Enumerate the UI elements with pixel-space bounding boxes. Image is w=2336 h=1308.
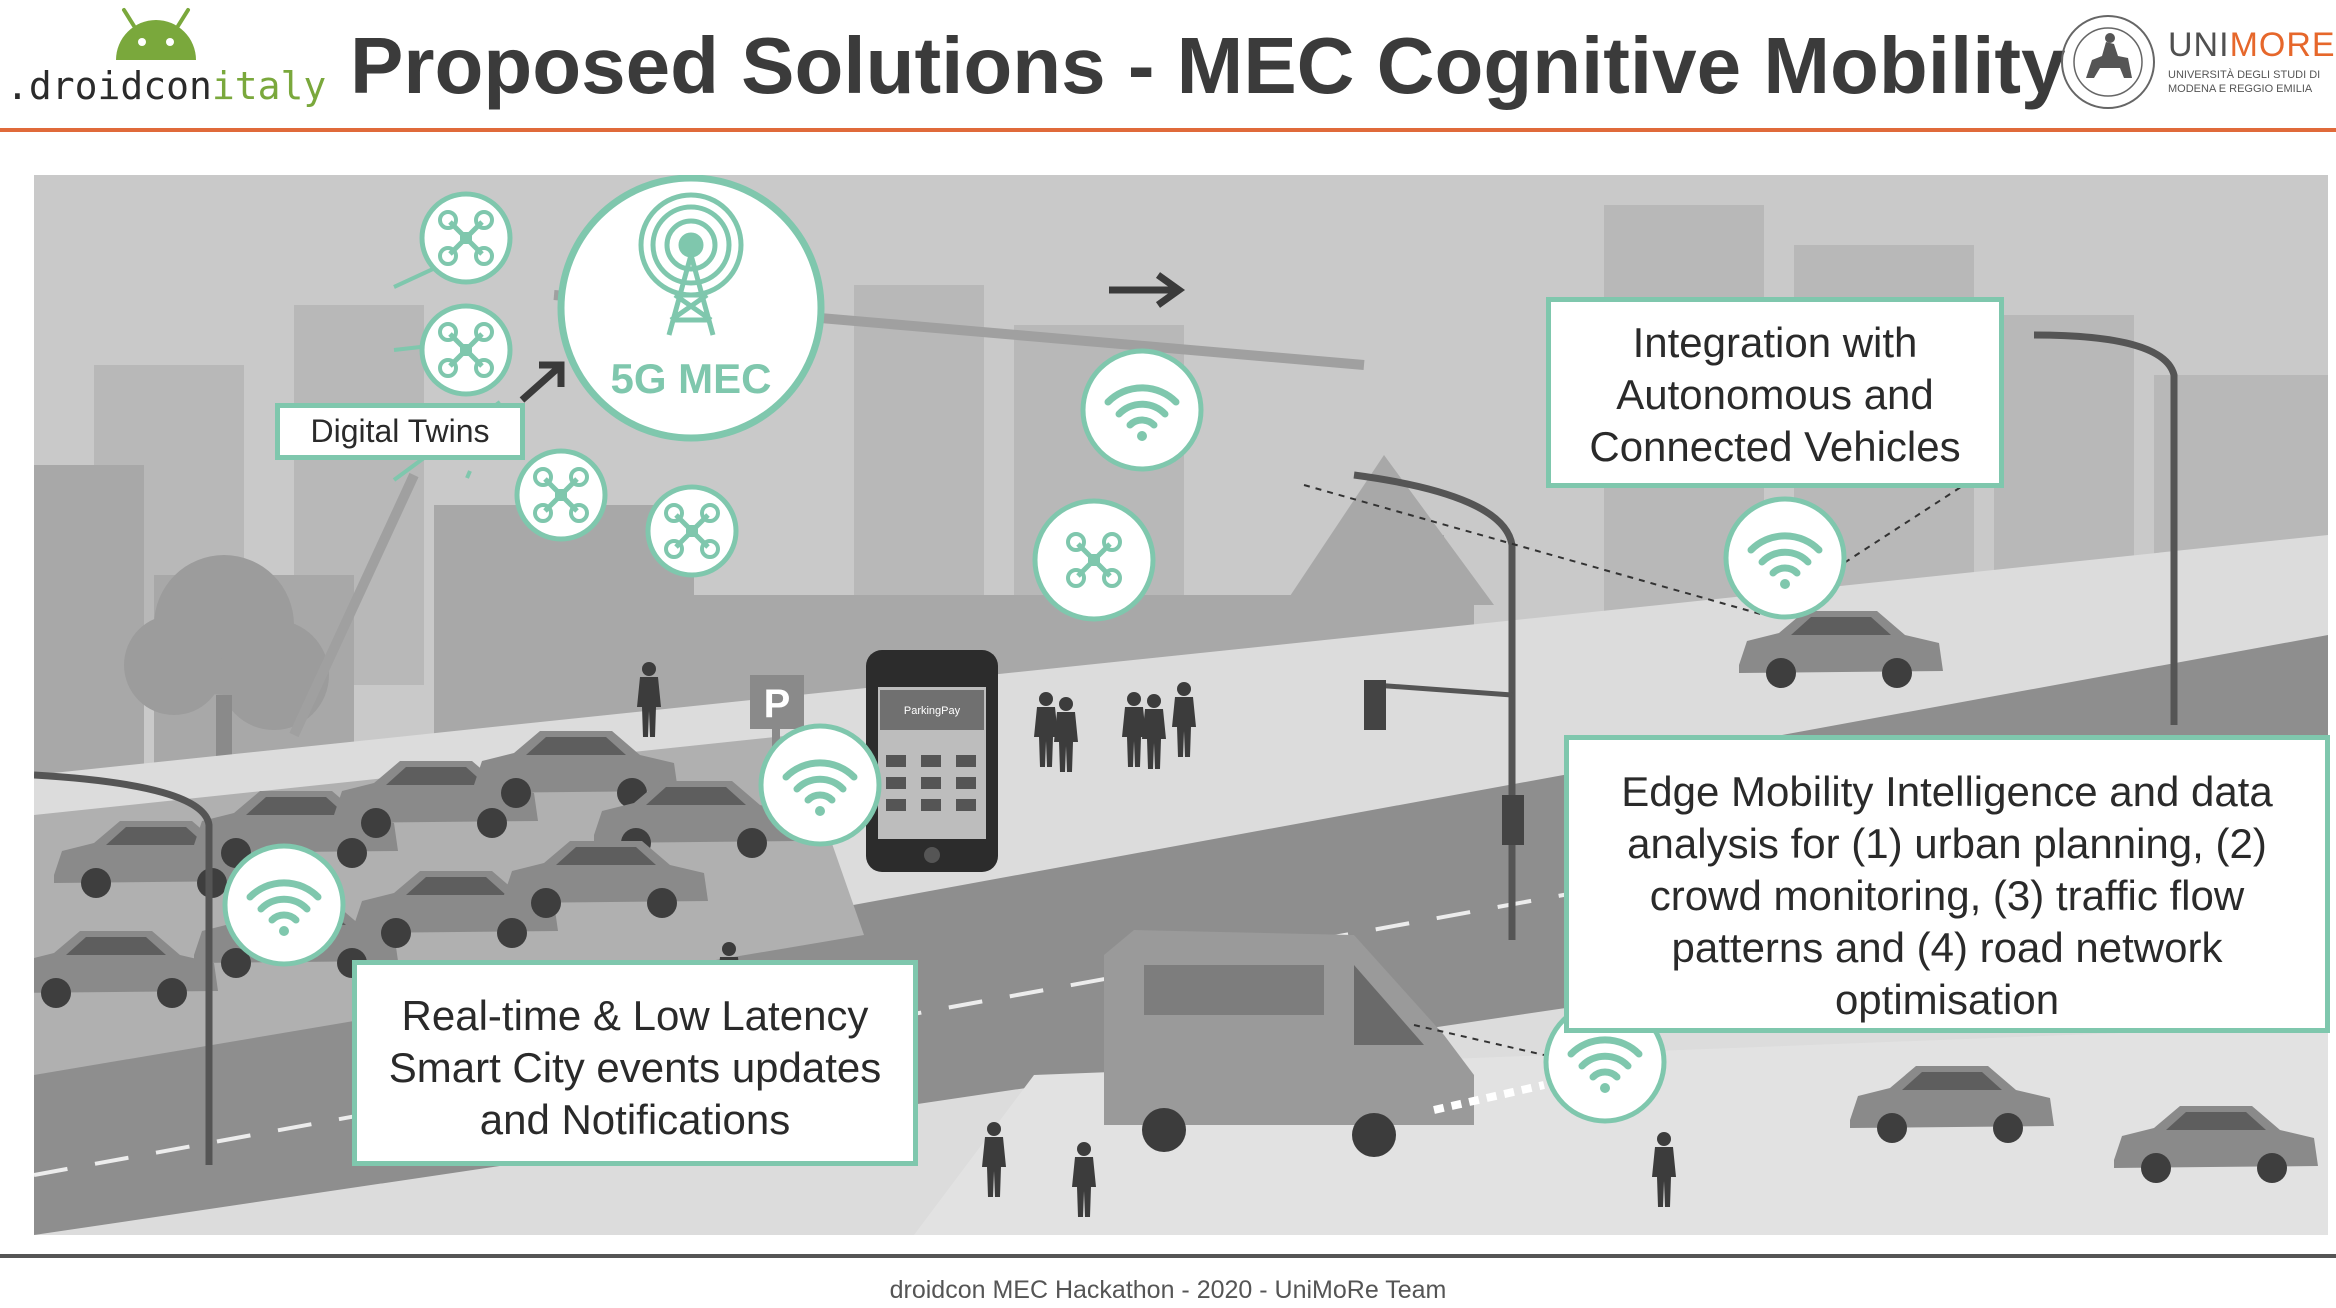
callout-digital-twins: Digital Twins <box>275 403 525 460</box>
parking-barrier <box>1433 1081 1545 1114</box>
drone-node <box>514 448 608 542</box>
droidcon-wordmark-suffix: italy <box>211 64 327 108</box>
drone-node <box>419 191 513 285</box>
android-icon <box>116 8 196 60</box>
drone-node <box>419 303 513 397</box>
callout-line: Connected Vehicles <box>1589 423 1961 470</box>
droidcon-italy-logo: .droidconitaly <box>0 0 330 120</box>
arrow-icon <box>1109 272 1186 308</box>
footer-divider <box>0 1254 2336 1258</box>
phone-app-name: ParkingPay <box>904 705 961 717</box>
cell-tower-icon <box>638 192 744 336</box>
header-divider <box>0 128 2336 132</box>
callout-line: Integration with <box>1632 319 1918 366</box>
callout-autonomous-vehicles: Integration with Autonomous and Connecte… <box>1546 297 2004 488</box>
callout-line: patterns and (4) road network <box>1671 924 2223 971</box>
unimore-subtitle: UNIVERSITÀ DEGLI STUDI DI MODENA E REGGI… <box>2168 68 2320 96</box>
wifi-node <box>1723 496 1847 620</box>
drone-node <box>1032 498 1156 622</box>
wifi-node <box>758 723 882 847</box>
slide-header: .droidconitaly Proposed Solutions - MEC … <box>0 0 2336 130</box>
droidcon-wordmark: .droidconitaly <box>6 64 326 108</box>
callout-line: crowd monitoring, (3) traffic flow <box>1649 872 2245 919</box>
callout-line: optimisation <box>1834 976 2060 1023</box>
smart-city-scene: P ParkingPay <box>34 175 2328 1235</box>
footer-text: droidcon MEC Hackathon - 2020 - UniMoRe … <box>889 1276 1447 1304</box>
callout-edge-mobility: Edge Mobility Intelligence and data anal… <box>1564 735 2330 1033</box>
unimore-wordmark-gray: UNI <box>2168 26 2230 64</box>
wifi-node <box>222 843 346 967</box>
callout-line: Autonomous and <box>1616 371 1934 418</box>
callout-line: analysis for (1) urban planning, (2) <box>1627 820 2267 867</box>
street-lamps <box>34 331 2178 1165</box>
unimore-wordmark-accent: MORE <box>2229 26 2336 64</box>
drone-node <box>645 484 739 578</box>
callout-line: Smart City events updates <box>388 1044 882 1091</box>
callout-line: Real-time & Low Latency <box>401 992 869 1039</box>
callout-line: and Notifications <box>479 1096 791 1143</box>
unimore-subtitle-line: UNIVERSITÀ DEGLI STUDI DI <box>2168 69 2321 81</box>
unimore-logo: UNIMORE UNIVERSITÀ DEGLI STUDI DI MODENA… <box>2058 12 2335 112</box>
mec-hub-label: 5G MEC <box>610 355 771 402</box>
droidcon-wordmark-prefix: .droidcon <box>6 64 212 108</box>
wifi-node <box>1080 348 1204 472</box>
unimore-subtitle-line: MODENA E REGGIO EMILIA <box>2168 83 2313 95</box>
arrow-icon <box>519 361 565 403</box>
smartphone-icon: ParkingPay <box>866 650 998 872</box>
van <box>1104 930 1474 1157</box>
parking-sign-text: P <box>764 682 791 726</box>
traffic-light <box>1364 680 1524 845</box>
callout-realtime-notifications: Real-time & Low Latency Smart City event… <box>352 960 918 1166</box>
tree <box>124 555 329 785</box>
unimore-seal-icon <box>2061 15 2155 109</box>
mec-hub: 5G MEC <box>557 175 825 442</box>
callout-line: Edge Mobility Intelligence and data <box>1621 768 2273 815</box>
page-title: Proposed Solutions - MEC Cognitive Mobil… <box>350 21 2066 110</box>
unimore-wordmark: UNIMORE <box>2168 26 2336 65</box>
